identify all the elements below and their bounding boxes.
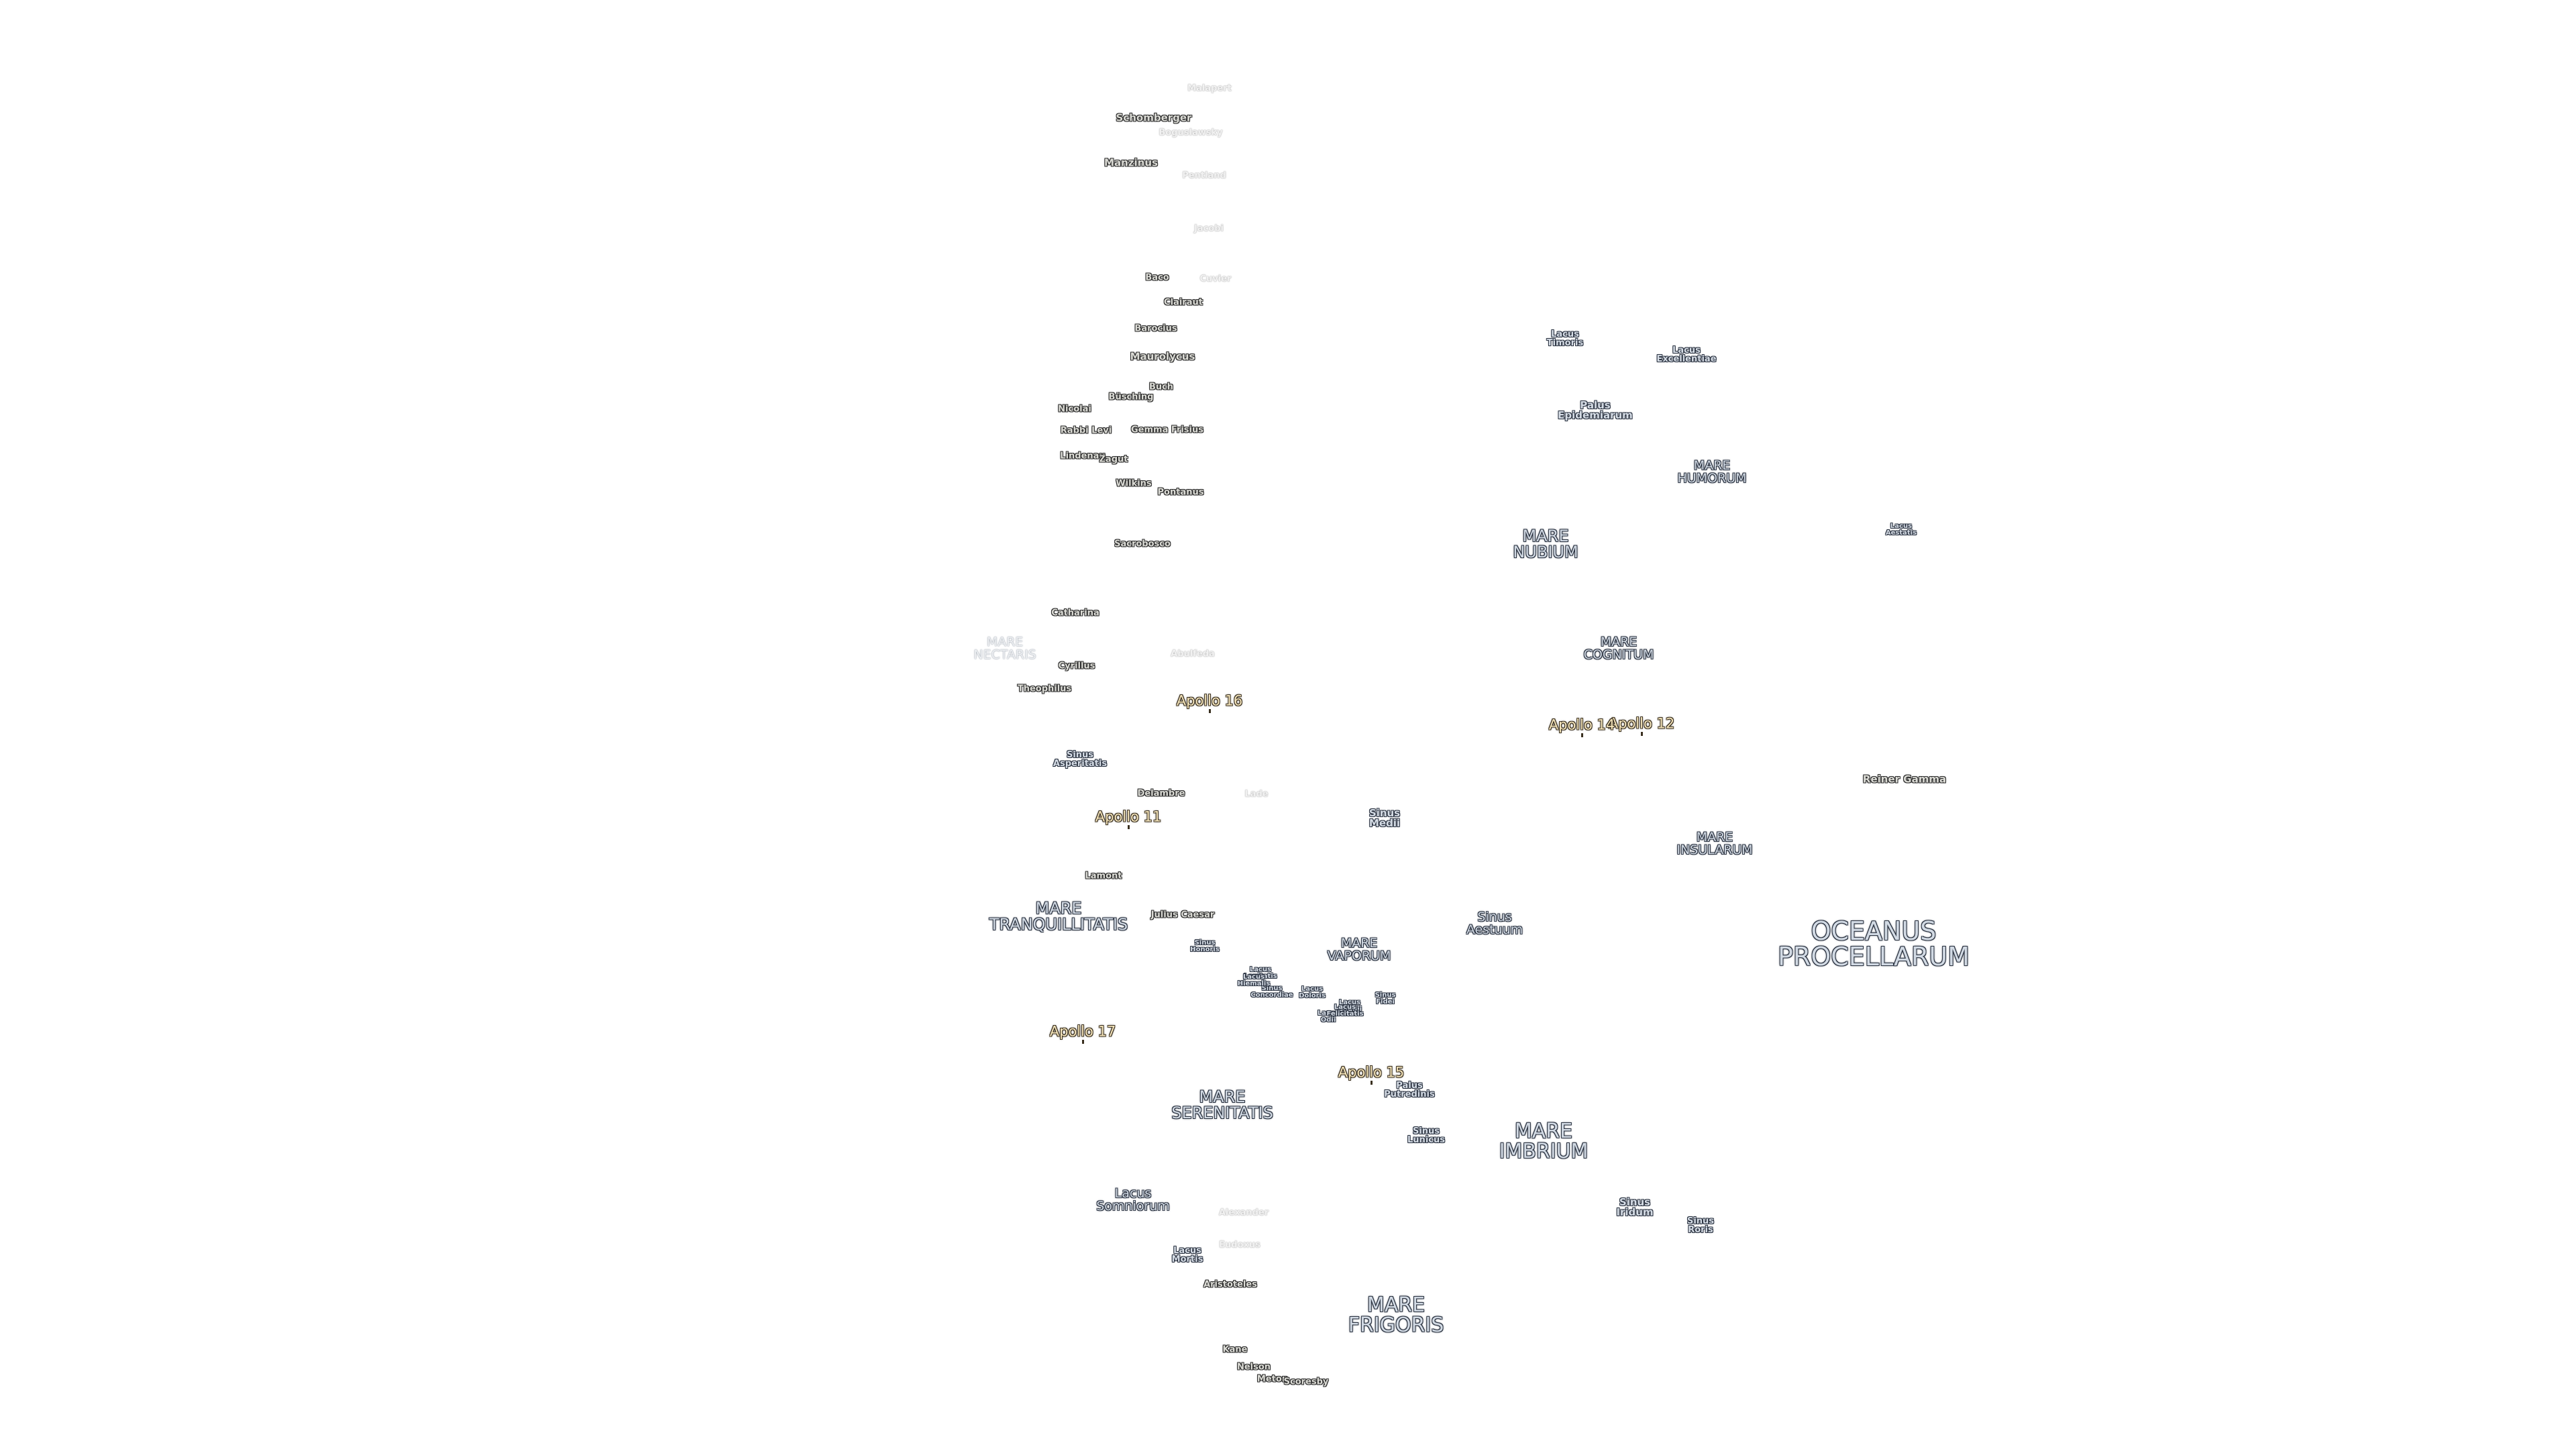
label-lacus-lenitatis: Lacus Lenitatis xyxy=(1244,966,1277,980)
label-boguslawsky: Boguslawsky xyxy=(1159,127,1223,138)
label-lacus-mortis: Lacus Mortis xyxy=(1171,1246,1203,1265)
label-baco: Baco xyxy=(1145,272,1169,283)
label-nicolai: Nicolai xyxy=(1058,404,1091,415)
label-buch: Buch xyxy=(1148,382,1174,392)
apollo-site-marker xyxy=(1641,732,1643,736)
label-lacus-timoris: Lacus Timoris xyxy=(1546,329,1584,348)
label-aristoteles: Aristoteles xyxy=(1203,1279,1257,1290)
label-theophilus: Theophilus xyxy=(1017,684,1072,694)
label-cyrillus: Cyrillus xyxy=(1058,661,1095,672)
label-lacus-aestatis: Lacus Aestatis xyxy=(1885,523,1917,537)
label-kane: Kane xyxy=(1222,1344,1248,1355)
label-sinus-fidei: Sinus Fidei xyxy=(1375,991,1396,1006)
label-manzinus: Manzinus xyxy=(1104,156,1158,169)
label-lacus-excellentiae: Lacus Excellentiae xyxy=(1656,345,1717,364)
label-sinus-lunicus: Sinus Lunicus xyxy=(1407,1126,1445,1145)
label-lade: Lade xyxy=(1244,789,1269,800)
label-clairaut: Clairaut xyxy=(1164,297,1203,308)
label-sinus-aestuum: Sinus Aestuum xyxy=(1466,910,1523,937)
apollo-site-marker xyxy=(1371,1081,1373,1085)
label-apollo-17: Apollo 17 xyxy=(1049,1023,1116,1040)
label-mare-tranquillitatis: MARE TRANQUILLITATIS xyxy=(989,899,1128,934)
label-mare-vaporum: MARE VAPORUM xyxy=(1327,936,1391,963)
apollo-site-marker xyxy=(1581,733,1583,737)
label-gemma-frisius: Gemma Frisius xyxy=(1131,425,1203,435)
label-mare-nectaris: MARE NECTARIS xyxy=(973,635,1036,662)
label-julius-caesar: Julius Caesar xyxy=(1150,910,1215,920)
label-mare-nubium: MARE NUBIUM xyxy=(1513,527,1578,561)
label-abulfeda: Abulfeda xyxy=(1171,649,1215,659)
label-alexander: Alexander xyxy=(1218,1208,1269,1218)
apollo-site-marker xyxy=(1082,1040,1084,1044)
label-mare-humorum: MARE HUMORUM xyxy=(1677,458,1747,486)
label-wilkins: Wilkins xyxy=(1116,478,1152,489)
label-sinus-concordiae: Sinus Concordiae xyxy=(1250,985,1293,999)
label-mare-frigoris: MARE FRIGORIS xyxy=(1348,1293,1444,1337)
label-apollo-16: Apollo 16 xyxy=(1176,692,1243,709)
label-apollo-14: Apollo 14 xyxy=(1548,716,1615,733)
label-sinus-medii: Sinus Medii xyxy=(1368,807,1401,829)
apollo-site-marker xyxy=(1209,709,1211,713)
label-malapert: Malapert xyxy=(1187,83,1232,94)
label-apollo-11: Apollo 11 xyxy=(1095,808,1162,825)
label-apollo-12: Apollo 12 xyxy=(1608,715,1675,732)
label-lacus-hiemalis: Lacus Hiemalis xyxy=(1237,973,1271,987)
label-catharina: Catharina xyxy=(1051,608,1099,619)
label-lacus-gaudii: Lacus Gaudii xyxy=(1337,999,1362,1013)
label-sinus-honoris: Sinus Honoris xyxy=(1190,939,1220,953)
label-palus-putredinis: Palus Putredinis xyxy=(1384,1081,1435,1099)
label-palus-epidemiarum: Palus Epidemiarum xyxy=(1558,399,1633,421)
label-eudoxus: Eudoxus xyxy=(1219,1240,1260,1250)
label-mare-cognitum: MARE COGNITUM xyxy=(1583,635,1654,662)
label-pontanus: Pontanus xyxy=(1157,487,1204,498)
label-reiner-gamma: Reiner Gamma xyxy=(1862,773,1947,786)
label-meton: Meton xyxy=(1256,1374,1289,1385)
label-sinus-roris: Sinus Roris xyxy=(1686,1216,1715,1235)
label-sinus-asperitatis: Sinus Asperitatis xyxy=(1053,750,1108,769)
label-mare-imbrium: MARE IMBRIUM xyxy=(1499,1120,1589,1163)
label-barocius: Barocius xyxy=(1134,323,1177,334)
label-lacus-somniorum: Lacus Somniorum xyxy=(1096,1186,1170,1214)
label-apollo-15: Apollo 15 xyxy=(1338,1064,1405,1081)
label-oceanus-procellarum: OCEANUS PROCELLARUM xyxy=(1778,916,1970,971)
label-sinus-iridum: Sinus Iridum xyxy=(1616,1196,1654,1218)
label-delambre: Delambre xyxy=(1137,788,1185,799)
label-lacus-felicitatis: Lacus Felicitatis xyxy=(1326,1004,1364,1018)
label-pentland: Pentland xyxy=(1182,170,1226,181)
label-zagut: Zagut xyxy=(1099,454,1128,465)
label-maurolycus: Maurolycus xyxy=(1130,350,1195,363)
label-rabbi-levi: Rabbi Levi xyxy=(1060,425,1112,436)
label-schomberger: Schomberger xyxy=(1116,111,1192,124)
label-sacrobosco: Sacrobosco xyxy=(1114,539,1171,549)
label-mare-serenitatis: MARE SERENITATIS xyxy=(1171,1087,1273,1122)
apollo-site-marker xyxy=(1128,825,1130,829)
label-nelson: Nelson xyxy=(1236,1362,1271,1373)
label-scoresby: Scoresby xyxy=(1283,1377,1329,1387)
label-jacobi: Jacobi xyxy=(1193,223,1224,234)
label-lacus-odii: Lacus Odii xyxy=(1317,1010,1340,1024)
label-busching: Büsching xyxy=(1108,392,1154,402)
label-lindenau: Lindenau xyxy=(1060,451,1106,462)
label-lacus-doloris: Lacus Doloris xyxy=(1299,985,1326,1000)
label-lamont: Lamont xyxy=(1085,871,1122,881)
label-mare-insularum: MARE INSULARUM xyxy=(1676,830,1753,857)
label-cuvier: Cuvier xyxy=(1199,274,1232,284)
